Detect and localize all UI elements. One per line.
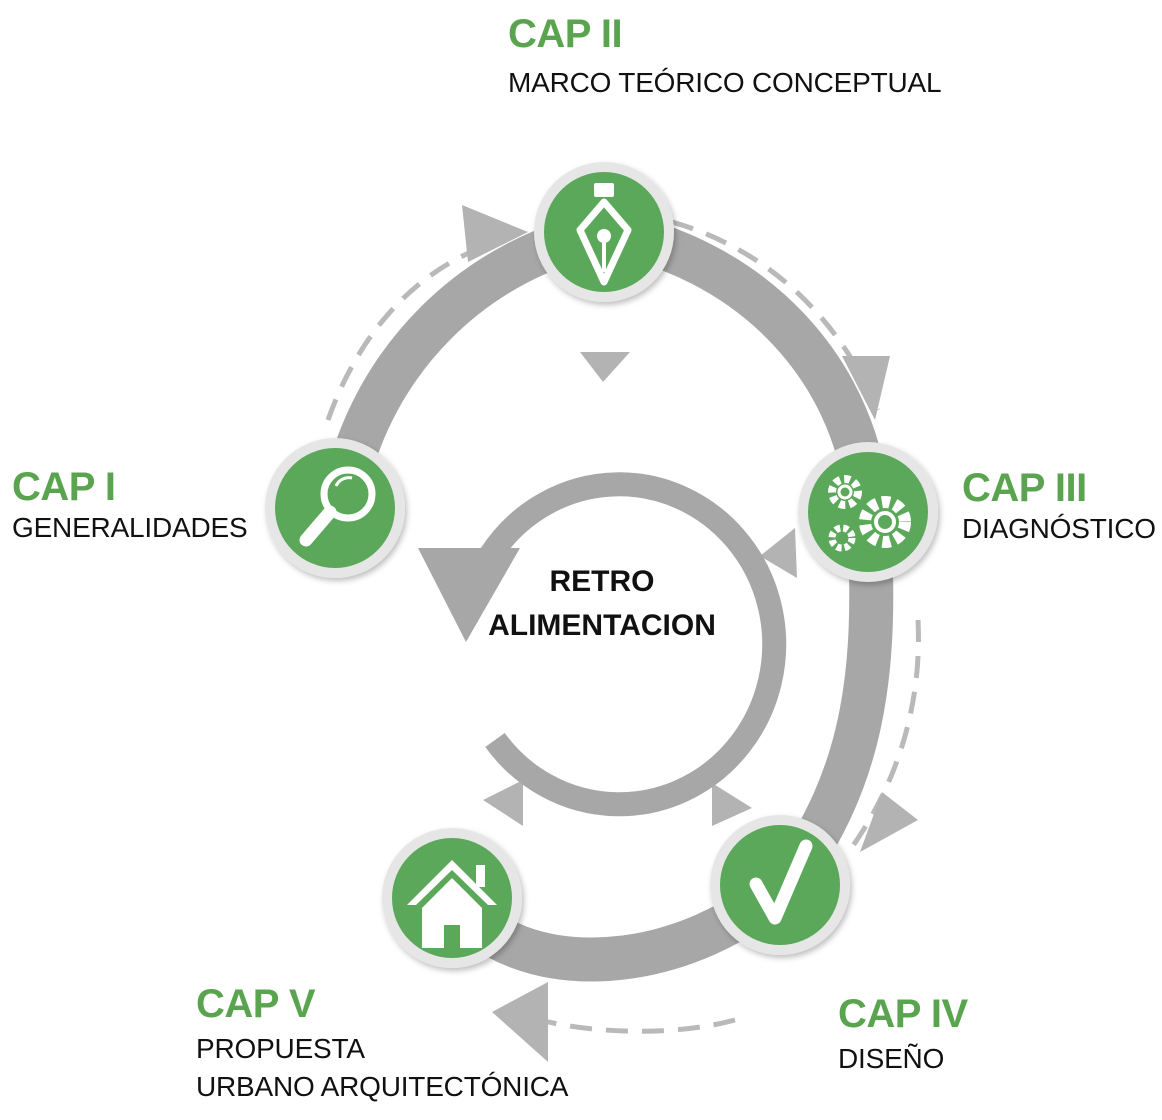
dashed-guide-4-5	[539, 1017, 736, 1034]
node-cap3	[798, 442, 938, 582]
arrow-to-cap4	[860, 792, 918, 852]
pen-nib-icon	[576, 183, 632, 286]
center-label: RETRO ALIMENTACION	[452, 560, 752, 648]
label-group-cap5: CAP V PROPUESTA URBANO ARQUITECTÓNICA	[196, 982, 568, 1104]
chapter-title: CAP IV	[838, 992, 968, 1036]
house-icon	[407, 860, 497, 948]
arrow-to-cap3	[842, 356, 890, 420]
inner-arrow-cap3	[760, 528, 797, 578]
gears-icon	[828, 475, 911, 552]
chapter-description-line-2: URBANO ARQUITECTÓNICA	[196, 1071, 569, 1102]
feedback-arc	[454, 472, 787, 817]
chapter-description: DIAGNÓSTICO	[962, 513, 1156, 544]
checkmark-icon	[749, 839, 813, 925]
label-group-cap1: CAP I GENERALIDADES	[12, 465, 248, 545]
chapter-title: CAP III	[962, 466, 1087, 510]
node-cap4	[710, 815, 850, 955]
inner-arrow-cap4	[712, 783, 752, 826]
feedback-arrowhead	[418, 548, 520, 642]
label-group-cap2: CAP II MARCO TEÓRICO CONCEPTUAL	[508, 12, 942, 100]
inner-arrows	[483, 352, 797, 826]
label-group-cap3: CAP III DIAGNÓSTICO	[962, 466, 1156, 546]
direction-arrows	[462, 205, 918, 1062]
magnifier-icon	[299, 466, 376, 547]
inner-arrow-cap2	[580, 352, 630, 382]
dashed-guide-3-4	[847, 619, 921, 852]
inner-arrow-cap5	[483, 780, 523, 826]
chapter-description: GENERALIDADES	[12, 512, 248, 543]
chapter-description: DISEÑO	[838, 1043, 945, 1074]
feedback-loop	[418, 472, 787, 817]
chapter-title: CAP I	[12, 465, 116, 509]
center-label-line-2: ALIMENTACION	[488, 609, 716, 642]
chapter-description-line-1: PROPUESTA	[196, 1033, 365, 1064]
chapter-title: CAP V	[196, 982, 316, 1026]
arrow-to-cap2	[462, 205, 528, 262]
arrow-to-cap5	[492, 982, 548, 1062]
label-group-cap4: CAP IV DISEÑO	[838, 992, 968, 1076]
center-label-line-1: RETRO	[549, 565, 655, 598]
chapter-title: CAP II	[508, 12, 623, 56]
dashed-guide-2-3	[671, 219, 881, 411]
chapter-description: MARCO TEÓRICO CONCEPTUAL	[508, 67, 942, 98]
